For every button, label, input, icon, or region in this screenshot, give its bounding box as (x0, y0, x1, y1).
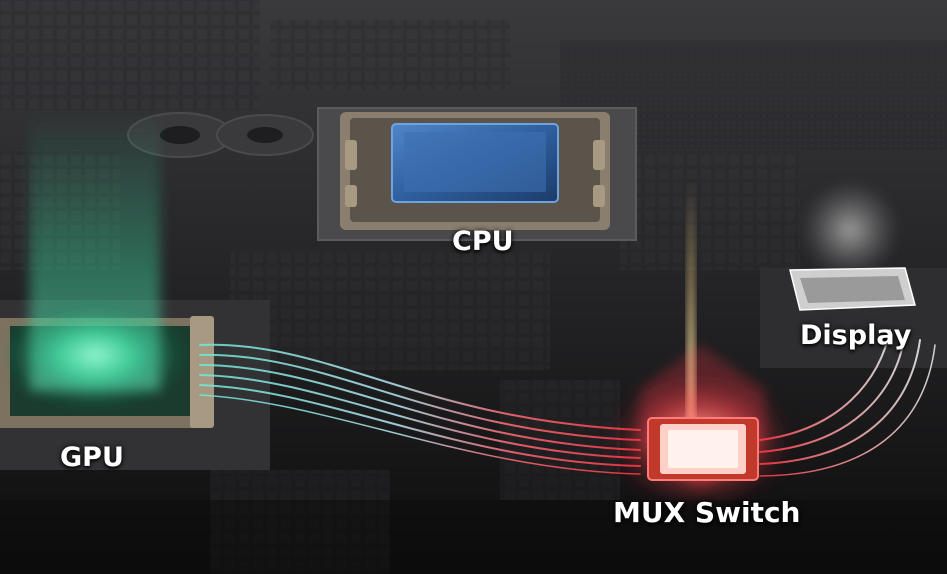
gpu-label: GPU (60, 442, 124, 473)
mux-switch-label: MUX Switch (613, 496, 801, 529)
cpu-label: CPU (452, 226, 514, 257)
display-label: Display (800, 320, 912, 351)
